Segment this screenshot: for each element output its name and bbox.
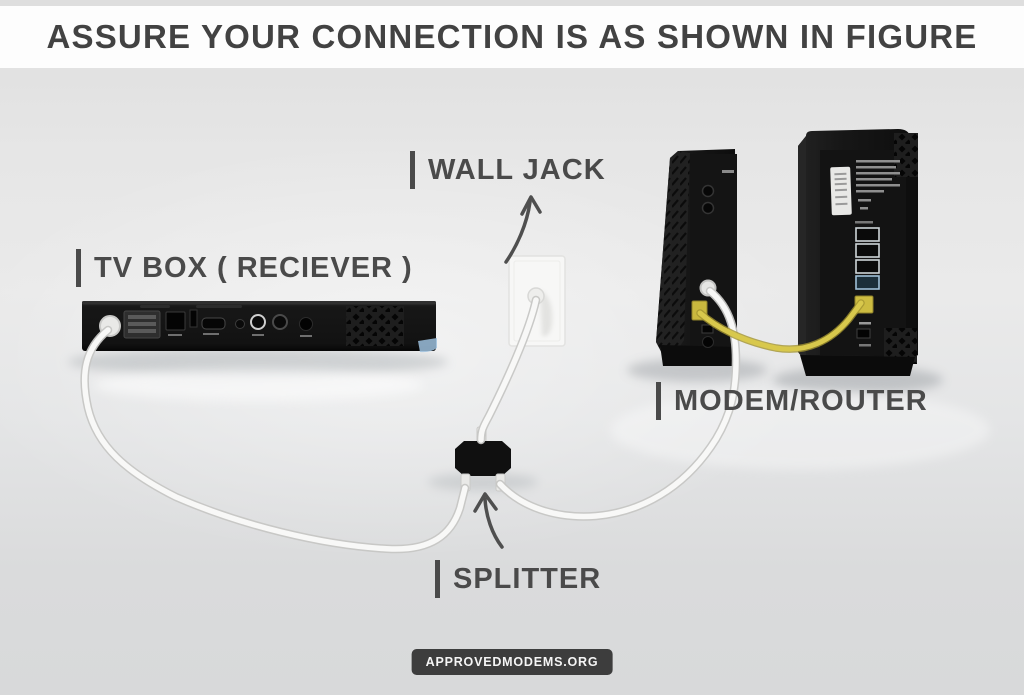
modem-switch bbox=[701, 324, 714, 334]
modem-vents bbox=[656, 151, 690, 364]
splitter-label-text: SPLITTER bbox=[453, 562, 602, 595]
splitter-arrow-icon bbox=[473, 492, 504, 549]
tv-box-label-text: TV BOX ( RECIEVER ) bbox=[94, 251, 413, 284]
cable-splitter-to-tvbox bbox=[80, 325, 470, 554]
label-bar bbox=[435, 560, 440, 598]
splitter-label: SPLITTER bbox=[435, 560, 601, 598]
hdmi-port bbox=[201, 317, 226, 330]
tv-box-device bbox=[82, 301, 437, 353]
tv-box-label: TV BOX ( RECIEVER ) bbox=[76, 249, 413, 287]
label-bar bbox=[410, 151, 415, 189]
router-ethernet-ports bbox=[855, 227, 880, 290]
usb-port bbox=[189, 309, 198, 328]
site-badge: APPROVEDMODEMS.ORG bbox=[411, 649, 613, 675]
title-band: ASSURE YOUR CONNECTION IS AS SHOWN IN FI… bbox=[0, 6, 1024, 68]
router-usb-port bbox=[856, 328, 871, 339]
router-spec-text bbox=[856, 160, 900, 210]
cable-splitter-to-modem bbox=[495, 286, 741, 521]
label-bar bbox=[656, 382, 661, 420]
router-device bbox=[798, 129, 918, 376]
modem-router-label: MODEM/ROUTER bbox=[656, 382, 928, 420]
wall-jack-arrow-icon bbox=[504, 195, 542, 264]
tv-box-blue-accent bbox=[418, 338, 437, 353]
page-title: ASSURE YOUR CONNECTION IS AS SHOWN IN FI… bbox=[46, 18, 978, 55]
cables bbox=[80, 286, 865, 554]
cable-modem-to-router bbox=[696, 299, 865, 353]
wall-jack-label: WALL JACK bbox=[410, 151, 606, 189]
label-bar bbox=[76, 249, 81, 287]
router-vents-top bbox=[894, 133, 918, 177]
modem-router-label-text: MODEM/ROUTER bbox=[674, 384, 928, 417]
ethernet-port bbox=[165, 311, 186, 331]
cable-walljack-to-splitter bbox=[476, 295, 541, 445]
tv-box-ports bbox=[123, 309, 313, 339]
wall-jack-label-text: WALL JACK bbox=[428, 153, 606, 186]
modem-power-jack bbox=[702, 336, 714, 348]
tv-box-vents bbox=[346, 306, 404, 346]
